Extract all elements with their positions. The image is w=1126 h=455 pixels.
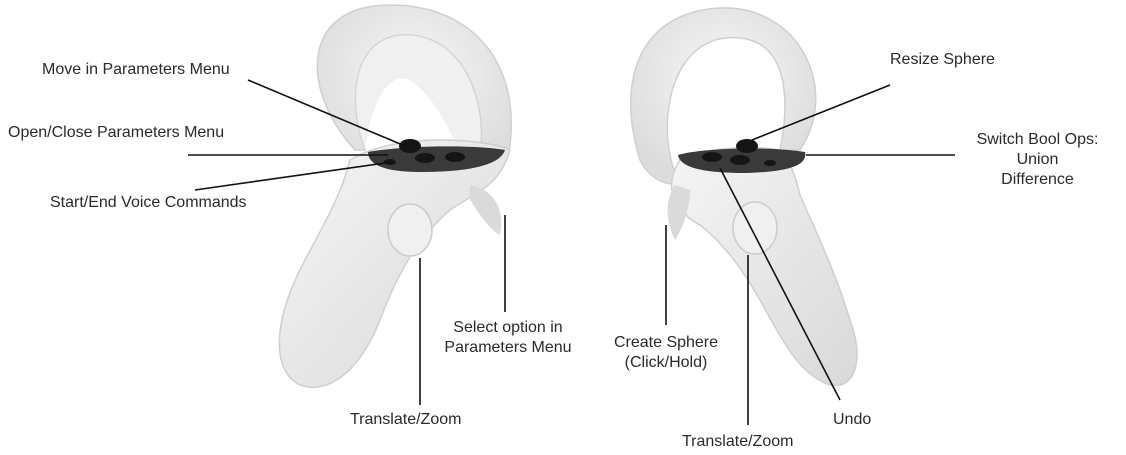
- label-translate-zoom-left: Translate/Zoom: [350, 410, 461, 430]
- left-trigger: [388, 204, 432, 256]
- right-button-a: [730, 155, 750, 165]
- label-switch-bool-ops: Switch Bool Ops: Union Difference: [955, 130, 1120, 190]
- right-controller: [631, 8, 857, 386]
- label-select-option: Select option in Parameters Menu: [433, 318, 583, 358]
- leader-resize-sphere: [752, 85, 890, 140]
- label-resize-sphere: Resize Sphere: [890, 50, 995, 70]
- right-oculus-button: [764, 160, 776, 166]
- label-move-params: Move in Parameters Menu: [42, 60, 230, 80]
- label-switch-bool-line2: Union: [955, 150, 1120, 170]
- right-trigger: [733, 202, 777, 254]
- label-open-close-params: Open/Close Parameters Menu: [8, 123, 224, 143]
- label-create-sphere-line2: (Click/Hold): [596, 353, 736, 373]
- label-select-option-line2: Parameters Menu: [433, 338, 583, 358]
- left-grip-shade: [470, 185, 501, 235]
- label-switch-bool-line1: Switch Bool Ops:: [955, 130, 1120, 150]
- left-thumbstick: [399, 139, 421, 153]
- label-select-option-line1: Select option in: [433, 318, 583, 338]
- right-button-b: [702, 152, 722, 162]
- right-thumbstick: [736, 139, 758, 153]
- left-button-y: [445, 152, 465, 162]
- label-switch-bool-line3: Difference: [955, 170, 1120, 190]
- label-create-sphere-line1: Create Sphere: [596, 333, 736, 353]
- right-grip-shade: [668, 185, 691, 240]
- label-create-sphere: Create Sphere (Click/Hold): [596, 333, 736, 373]
- label-undo: Undo: [833, 410, 871, 430]
- label-voice-commands: Start/End Voice Commands: [50, 193, 247, 213]
- left-button-x: [415, 153, 435, 163]
- label-translate-zoom-right: Translate/Zoom: [682, 432, 793, 452]
